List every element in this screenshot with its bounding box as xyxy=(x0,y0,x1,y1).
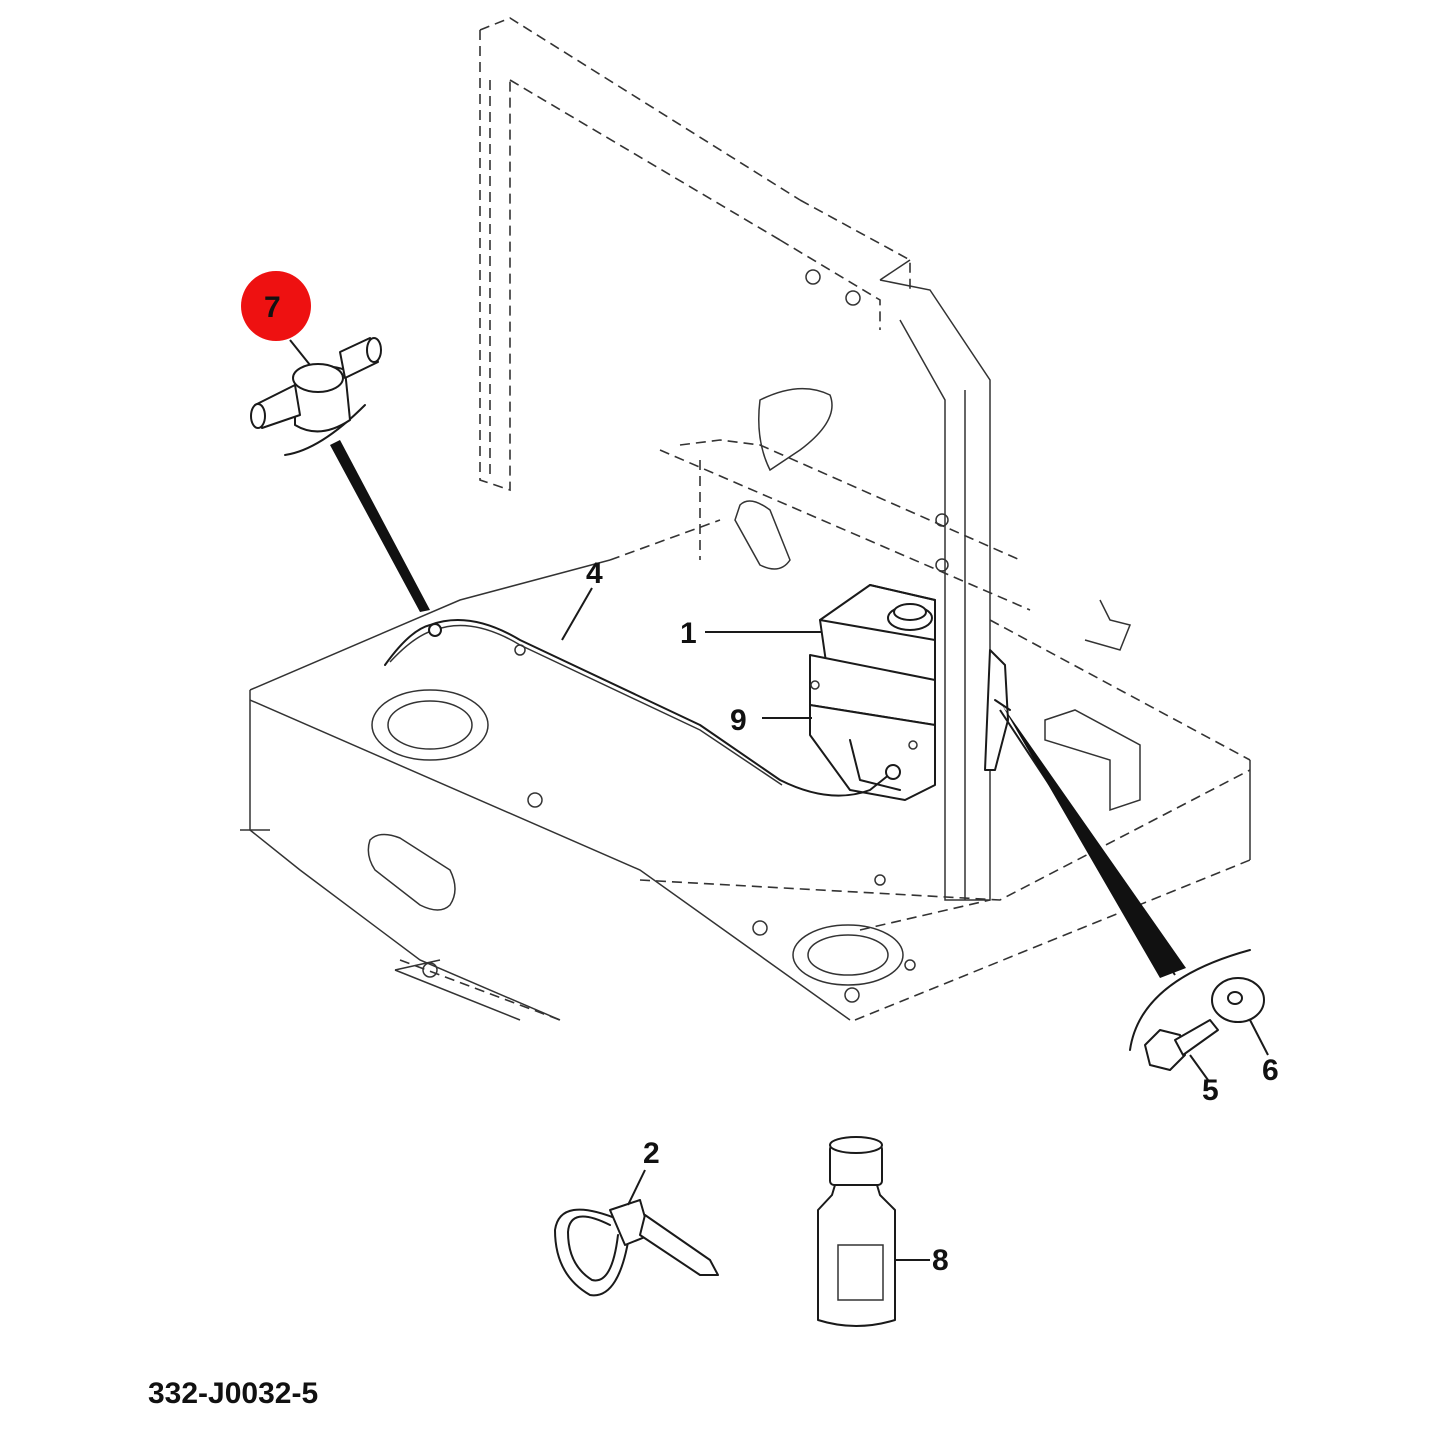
hex-bolt-icon xyxy=(1144,1019,1219,1071)
leader-4 xyxy=(561,587,593,641)
washer-icon xyxy=(1211,977,1265,1023)
fluid-bottle-icon xyxy=(817,1136,930,1327)
callout-1: 1 xyxy=(680,617,697,650)
tee-fitting-icon xyxy=(250,337,382,433)
callout-8: 8 xyxy=(932,1244,949,1277)
highlight-badge xyxy=(241,271,311,341)
washer-hose xyxy=(384,619,901,797)
reservoir-bracket xyxy=(809,649,1011,801)
callout-2: 2 xyxy=(643,1137,660,1170)
callout-4: 4 xyxy=(586,557,603,590)
callout-9: 9 xyxy=(730,704,747,737)
drawing-code: 332-J0032-5 xyxy=(148,1377,318,1410)
tee-fitting-detail xyxy=(250,337,430,612)
chassis-platform xyxy=(240,449,1251,1021)
rops-frame xyxy=(479,17,1141,901)
callout-7: 7 xyxy=(264,291,281,324)
fastener-detail xyxy=(999,705,1269,1081)
cable-tie-icon xyxy=(554,1169,719,1297)
callout-5: 5 xyxy=(1202,1074,1219,1107)
callout-6: 6 xyxy=(1262,1054,1279,1087)
